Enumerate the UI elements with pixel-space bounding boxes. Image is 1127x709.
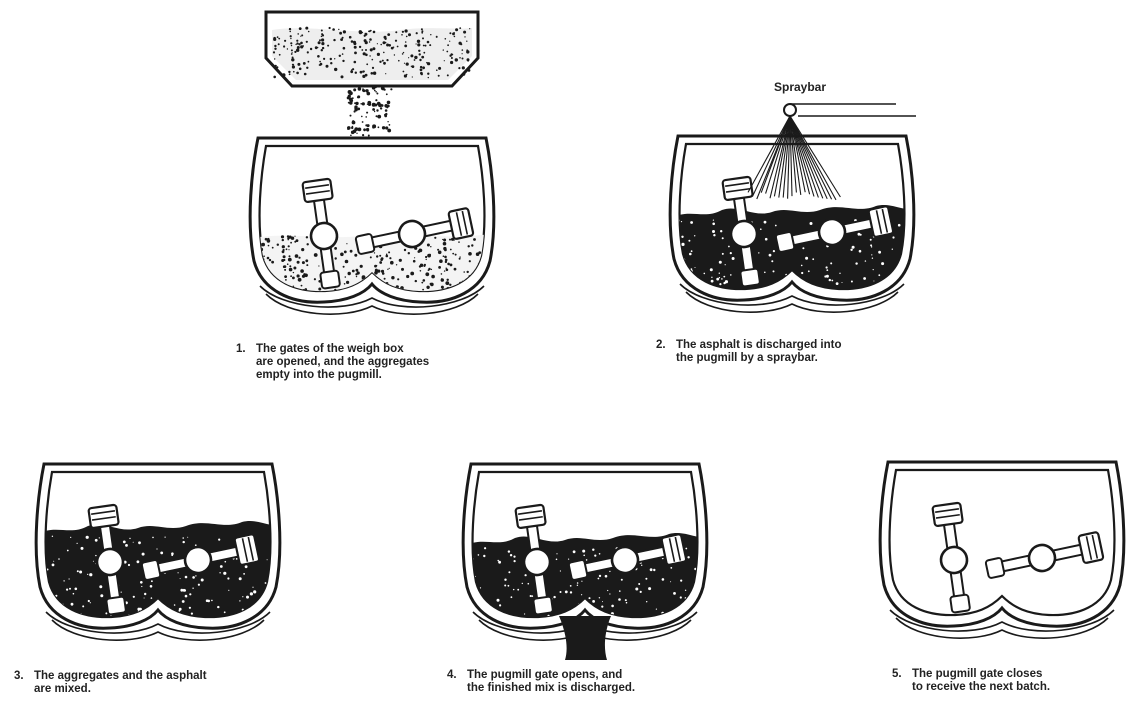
step-1-caption: 1.The gates of the weigh box are opened,… bbox=[236, 343, 429, 382]
step-4-caption: 4.The pugmill gate opens, and the finish… bbox=[447, 669, 635, 695]
step-3-caption: 3.The aggregates and the asphalt are mix… bbox=[14, 670, 207, 696]
weigh-box bbox=[266, 12, 478, 86]
step-2-caption: 2.The asphalt is discharged into the pug… bbox=[656, 339, 842, 365]
spraybar bbox=[784, 104, 916, 116]
step-5-caption: 5.The pugmill gate closes to receive the… bbox=[892, 668, 1050, 694]
pugmill-step-2 bbox=[670, 136, 914, 312]
discharged-mix bbox=[559, 616, 611, 660]
pugmill-step-5 bbox=[880, 462, 1124, 638]
spraybar-label: Spraybar bbox=[774, 80, 826, 94]
pugmill-step-4 bbox=[463, 464, 707, 660]
pugmill-step-1 bbox=[250, 138, 494, 314]
pugmill-step-3 bbox=[36, 464, 280, 640]
